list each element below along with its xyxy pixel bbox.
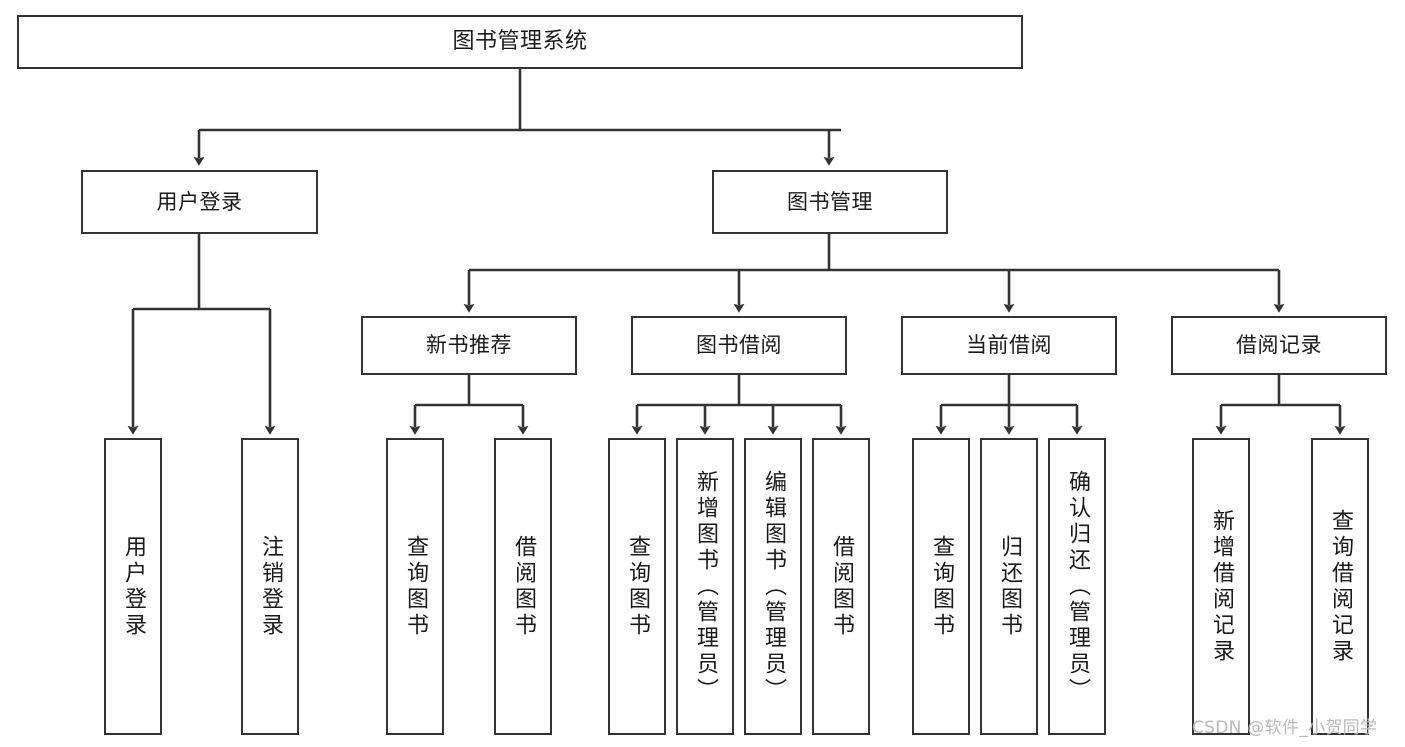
node-leaf-borrow-book-borrow[interactable]: 借阅图书 — [812, 438, 870, 735]
node-label: 图书管理 — [787, 189, 873, 214]
node-leaf-add-book-admin[interactable]: 新增图书（管理员） — [676, 438, 734, 735]
node-label: 用户登录 — [121, 534, 146, 639]
node-label: 图书管理系统 — [452, 29, 588, 55]
node-book-management[interactable]: 图书管理 — [712, 170, 948, 234]
node-label: 新书推荐 — [426, 333, 512, 358]
node-root-book-management-system[interactable]: 图书管理系统 — [17, 15, 1023, 69]
node-label: 编辑图书（管理员） — [761, 469, 786, 704]
node-label: 查询图书 — [403, 534, 428, 639]
node-leaf-user-login[interactable]: 用户登录 — [104, 438, 162, 735]
node-borrowing-record[interactable]: 借阅记录 — [1171, 316, 1387, 375]
node-label: 图书借阅 — [696, 333, 782, 358]
node-label: 注销登录 — [258, 534, 283, 639]
node-leaf-query-borrow-record[interactable]: 查询借阅记录 — [1311, 438, 1369, 735]
node-leaf-add-borrow-record[interactable]: 新增借阅记录 — [1192, 438, 1250, 735]
node-leaf-query-book-current[interactable]: 查询图书 — [912, 438, 970, 735]
node-leaf-query-book-borrow[interactable]: 查询图书 — [608, 438, 666, 735]
node-leaf-edit-book-admin[interactable]: 编辑图书（管理员） — [744, 438, 802, 735]
node-label: 借阅图书 — [829, 534, 854, 639]
node-label: 用户登录 — [156, 189, 243, 214]
node-label: 确认归还（管理员） — [1065, 469, 1090, 704]
node-current-borrowing[interactable]: 当前借阅 — [901, 316, 1117, 375]
node-leaf-logout[interactable]: 注销登录 — [241, 438, 299, 735]
node-label: 新增图书（管理员） — [693, 469, 718, 704]
node-label: 查询图书 — [929, 534, 954, 639]
node-label: 查询借阅记录 — [1328, 508, 1353, 665]
node-label: 当前借阅 — [966, 333, 1052, 358]
node-user-login[interactable]: 用户登录 — [81, 170, 318, 234]
node-label: 新增借阅记录 — [1209, 508, 1234, 665]
node-leaf-borrow-book-newbook[interactable]: 借阅图书 — [494, 438, 552, 735]
watermark-text: CSDN @软件_小贺同学 — [1192, 718, 1378, 738]
node-label: 借阅图书 — [511, 534, 536, 639]
node-label: 查询图书 — [625, 534, 650, 639]
node-leaf-return-book[interactable]: 归还图书 — [980, 438, 1038, 735]
node-label: 借阅记录 — [1236, 333, 1322, 358]
node-book-borrowing[interactable]: 图书借阅 — [631, 316, 847, 375]
node-label: 归还图书 — [997, 534, 1022, 639]
node-leaf-confirm-return-admin[interactable]: 确认归还（管理员） — [1048, 438, 1106, 735]
node-new-book-recommendation[interactable]: 新书推荐 — [361, 316, 577, 375]
node-leaf-query-book-newbook[interactable]: 查询图书 — [386, 438, 444, 735]
